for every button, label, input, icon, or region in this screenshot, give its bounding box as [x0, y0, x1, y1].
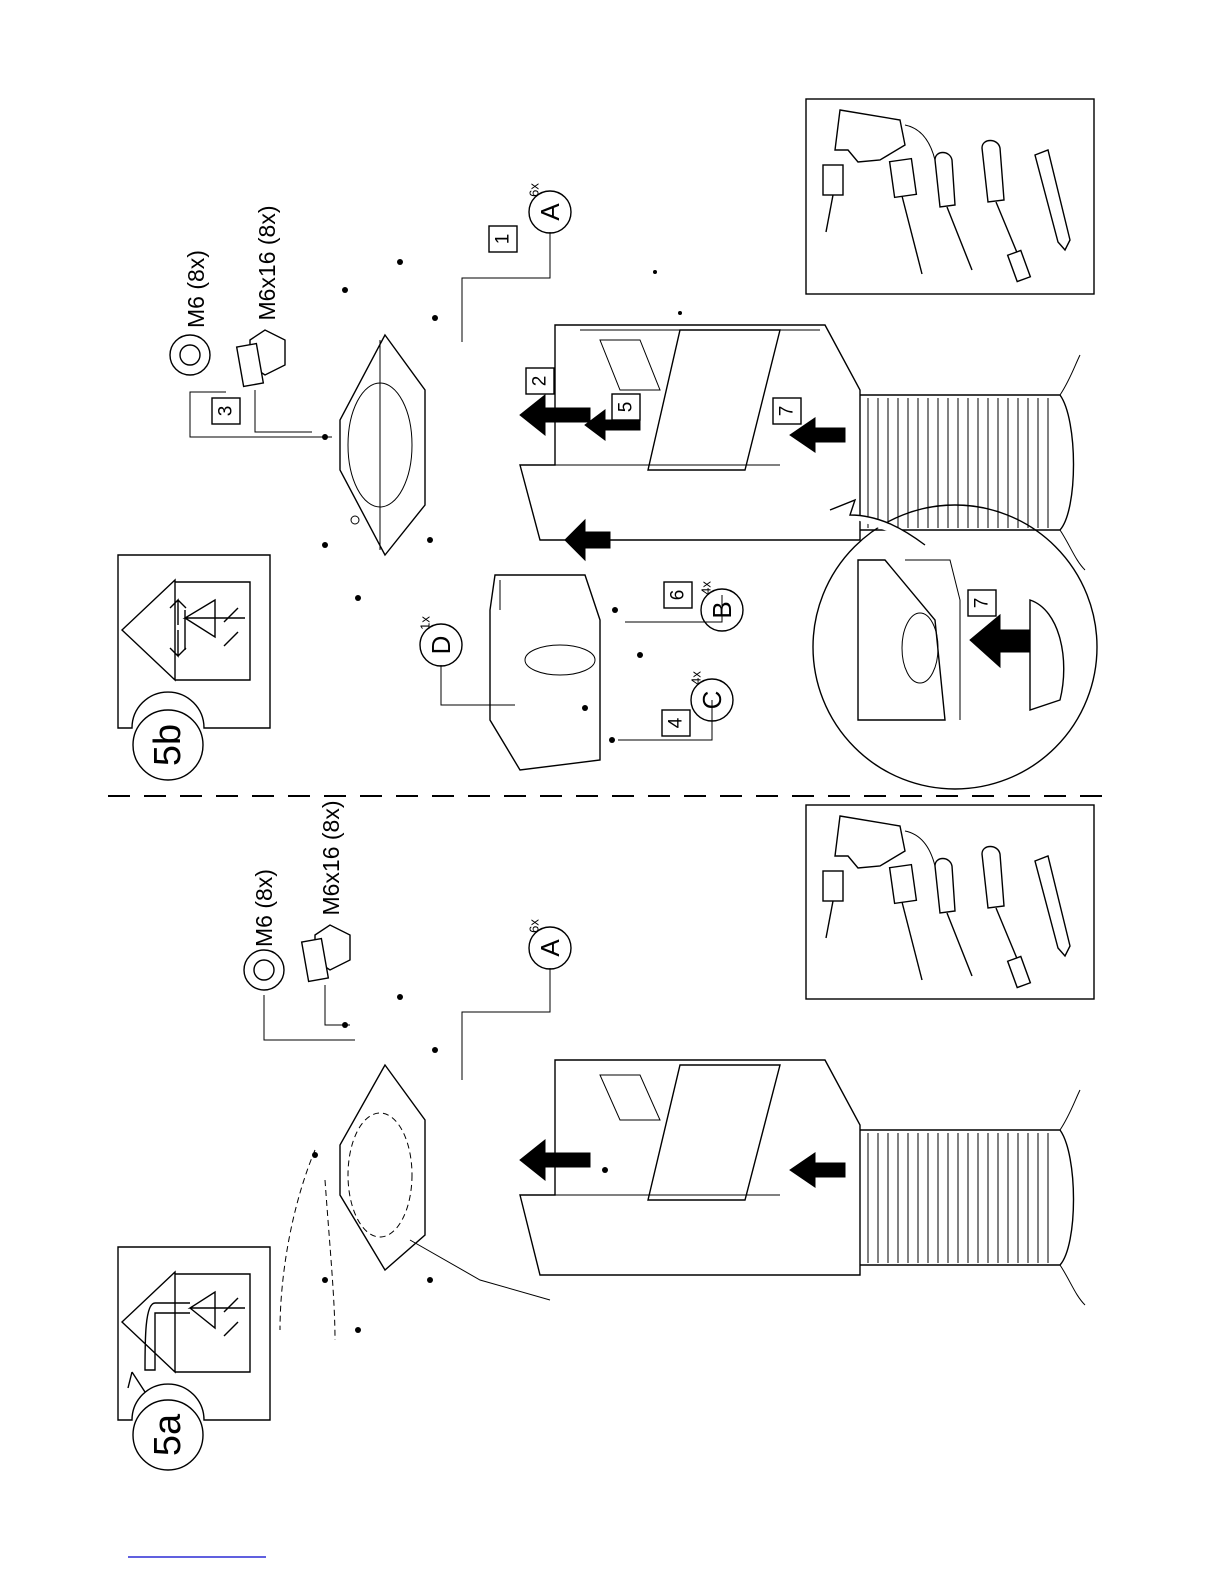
step-box-1: 1 [489, 226, 517, 252]
screwdriver-icon [935, 153, 972, 271]
nut-driver-icon [982, 847, 1030, 988]
detail-step-7: 7 [972, 598, 993, 609]
svg-text:1: 1 [493, 234, 514, 245]
part-a-callout-b: A 6x [527, 183, 572, 233]
recirculation-hood-icon [122, 580, 250, 680]
step-box-4: 4 [662, 710, 690, 736]
flexible-duct-b [850, 355, 1085, 570]
svg-text:5: 5 [616, 402, 637, 413]
svg-text:6x: 6x [527, 183, 542, 197]
svg-text:2: 2 [530, 376, 551, 387]
step-box-6: 6 [664, 582, 692, 608]
step-box-3: 3 [212, 398, 240, 424]
panel-5b: 5b [118, 99, 1097, 789]
extraction-hood-icon [122, 1272, 250, 1392]
screwdriver-icon [935, 859, 972, 977]
detail-zoom-circle: 7 [813, 500, 1097, 789]
drill-icon [823, 816, 935, 938]
panel-5a: 5a [118, 800, 1094, 1470]
svg-text:4: 4 [666, 717, 687, 728]
washer-icon-a [244, 950, 284, 990]
svg-text:A: A [535, 203, 565, 221]
part-a-callout-a: A 6x [527, 919, 572, 969]
svg-text:B: B [707, 601, 737, 618]
svg-text:A: A [535, 939, 565, 957]
svg-text:1x: 1x [418, 616, 433, 630]
bolt-label-b: M6x16 (8x) [254, 205, 280, 320]
drill-icon [823, 110, 935, 232]
flexible-duct-a [850, 1090, 1085, 1305]
svg-text:4x: 4x [699, 581, 714, 595]
tape-measure-icon [890, 159, 922, 274]
nut-driver-icon [982, 141, 1030, 282]
panel-label-5a: 5a [147, 1413, 189, 1456]
svg-text:C: C [697, 691, 727, 710]
svg-text:7: 7 [777, 406, 798, 417]
mounting-bracket-a [280, 1065, 425, 1340]
bolt-label-a: M6x16 (8x) [318, 800, 344, 915]
svg-text:D: D [426, 636, 456, 655]
step-box-2: 2 [526, 368, 554, 394]
svg-text:4x: 4x [689, 671, 704, 685]
washer-label-a: M6 (8x) [251, 869, 277, 947]
washer-label-b: M6 (8x) [183, 250, 209, 328]
part-d-callout: D 1x [418, 616, 463, 666]
tools-illustration-b [823, 110, 1070, 282]
svg-text:6: 6 [668, 590, 689, 601]
washer-icon-b [170, 335, 210, 375]
recirculation-icon-box [118, 555, 270, 728]
extraction-icon-box [118, 1247, 270, 1420]
tape-measure-icon [890, 865, 922, 980]
bolt-icon-a [302, 925, 350, 981]
pencil-icon [1035, 856, 1070, 956]
part-c-callout: C 4x [689, 671, 734, 721]
pencil-icon [1035, 150, 1070, 250]
svg-text:6x: 6x [527, 919, 542, 933]
deflector-d [490, 575, 600, 770]
mounting-bracket-b [340, 335, 425, 555]
part-b-callout: B 4x [699, 581, 744, 631]
svg-text:3: 3 [216, 406, 237, 417]
bolt-icon-b [237, 330, 285, 386]
panel-label-5b: 5b [147, 724, 189, 766]
tools-illustration-a [823, 816, 1070, 988]
